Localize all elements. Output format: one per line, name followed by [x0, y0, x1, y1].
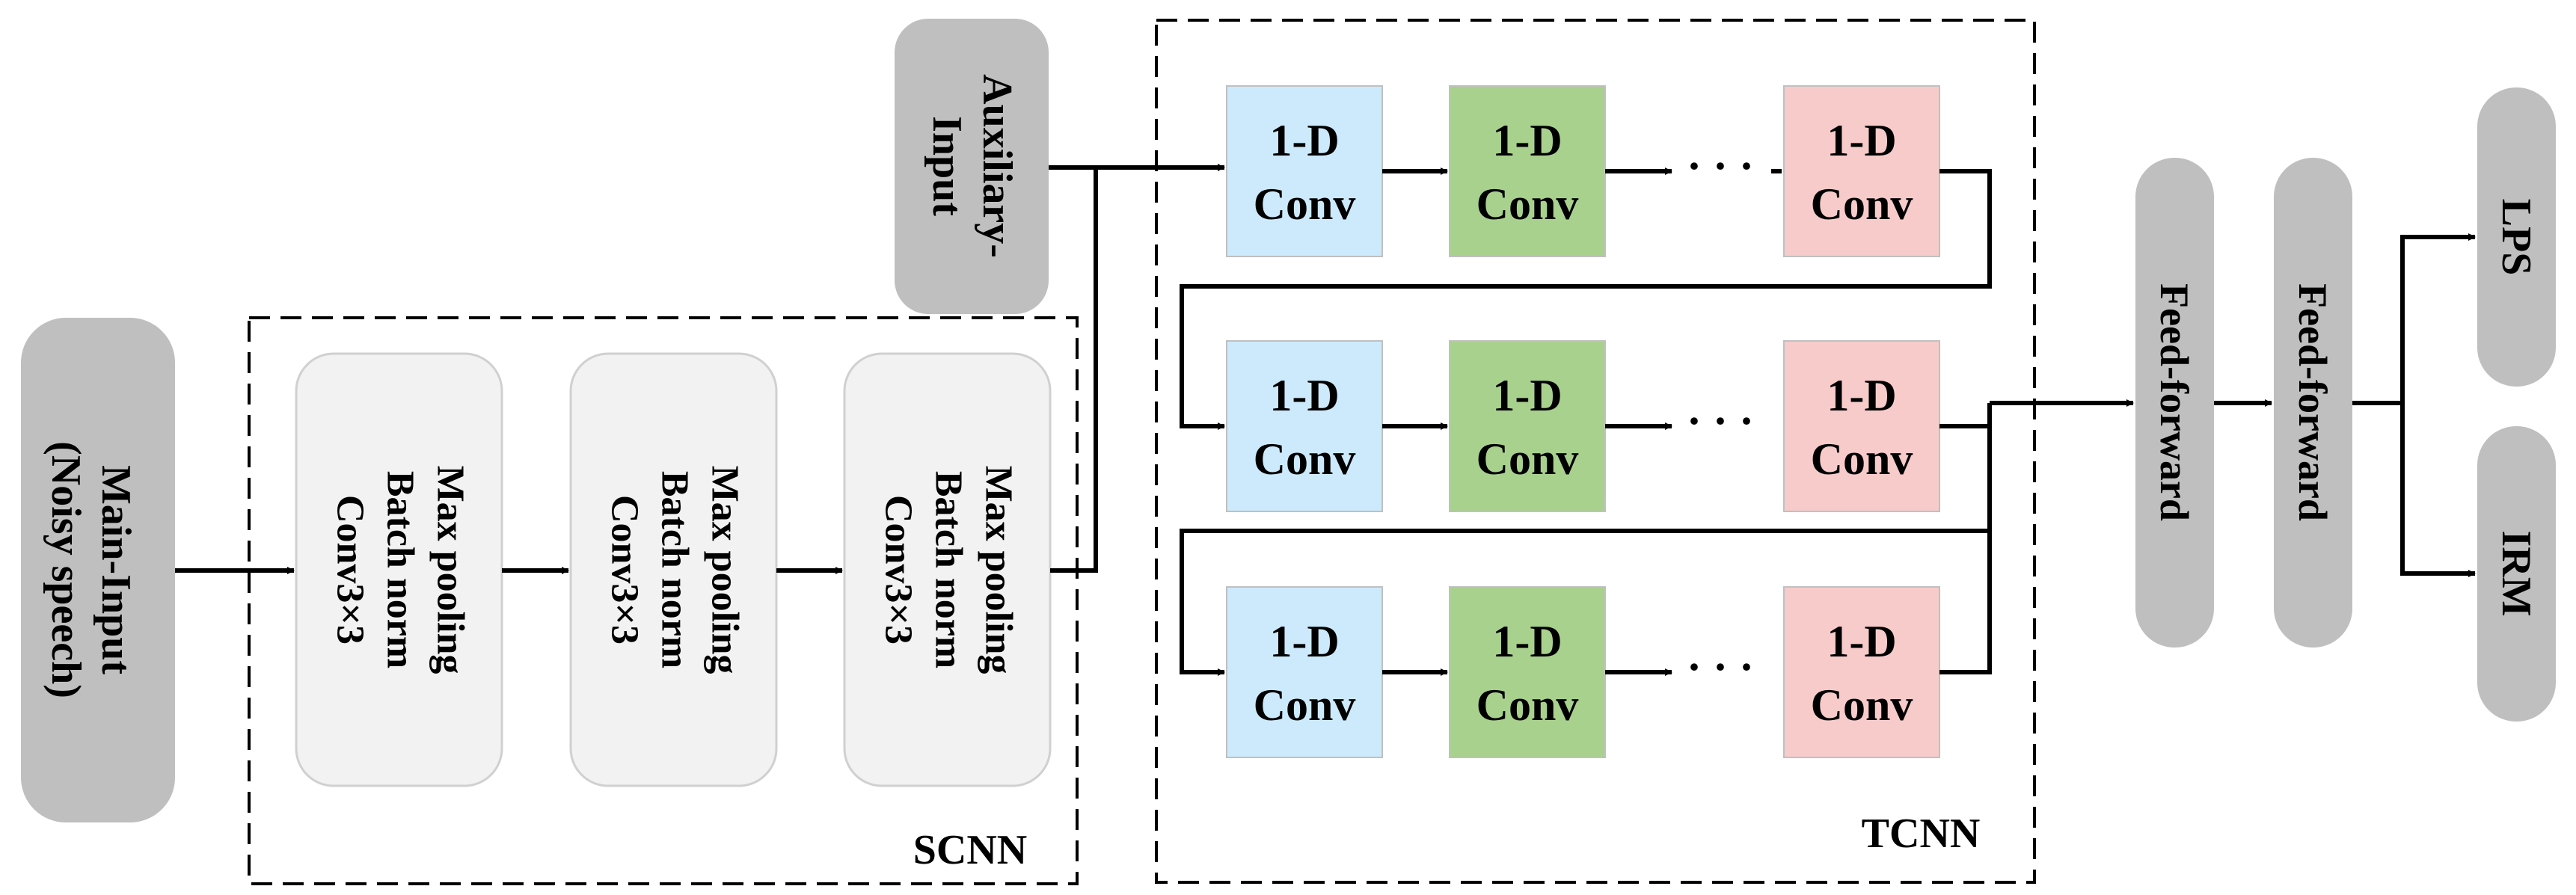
conv-block-blue: [1226, 85, 1383, 257]
tcnn-label: TCNN: [1862, 811, 1981, 857]
feed-forward-1-node: Feed-forward: [2135, 158, 2214, 648]
scnn-block-3: Max pooling Batch norm Conv3×3: [843, 352, 1052, 787]
scnn-label: SCNN: [913, 827, 1027, 873]
scnn-block-3-line2: Batch norm: [927, 471, 970, 668]
scnn-block-1: Max pooling Batch norm Conv3×3: [295, 352, 503, 787]
auxiliary-input-node: Auxiliary- Input: [895, 19, 1049, 314]
conv-label-line2: Conv: [1254, 179, 1356, 229]
feed-forward-2-label: Feed-forward: [2290, 283, 2335, 521]
conv-block-green: [1449, 340, 1606, 512]
irm-output-node: IRM: [2477, 426, 2556, 722]
line-scnn-to-tcnn: [1050, 167, 1098, 573]
scnn-block-1-line1: Max pooling: [429, 466, 472, 674]
conv-block-green: [1449, 85, 1606, 257]
scnn-block-1-line3: Conv3×3: [329, 495, 372, 645]
lps-pill: [2477, 87, 2556, 387]
conv-block-blue: [1226, 340, 1383, 512]
conv-label-line1: 1-D: [1492, 617, 1562, 666]
tcnn-frame: [1155, 19, 2036, 884]
main-input-label-line2: (Noisy speech): [43, 441, 89, 698]
conv-label-line2: Conv: [1254, 680, 1356, 730]
scnn-block-2-line1: Max pooling: [704, 466, 746, 674]
conv-label-line2: Conv: [1476, 179, 1579, 229]
main-input-node: Main-Input (Noisy speech): [21, 318, 175, 822]
conv-label-line2: Conv: [1476, 434, 1579, 484]
feed-forward-2-pill: [2274, 158, 2352, 648]
scnn-block-2-line2: Batch norm: [654, 471, 696, 668]
ellipsis: · · ·: [1687, 396, 1754, 446]
connectors: [175, 164, 2476, 676]
feed-forward-2-node: Feed-forward: [2274, 158, 2352, 648]
irm-pill: [2477, 426, 2556, 722]
conv-label-line1: 1-D: [1827, 371, 1896, 420]
scnn-block-2-line3: Conv3×3: [604, 495, 646, 645]
conv-block-green: [1449, 586, 1606, 758]
arrow-r1-to-r2: [1180, 169, 1992, 430]
conv-label-line1: 1-D: [1269, 116, 1339, 165]
conv-label-line1: 1-D: [1269, 617, 1339, 666]
scnn-frame: [248, 316, 1079, 885]
feed-forward-1-label: Feed-forward: [2152, 283, 2197, 521]
lps-output-node: LPS: [2477, 87, 2556, 387]
conv-label-line1: 1-D: [1827, 116, 1896, 165]
conv-label-line2: Conv: [1811, 434, 1913, 484]
scnn-block-3-line1: Max pooling: [978, 466, 1020, 674]
conv-block-pink: [1783, 586, 1940, 758]
auxiliary-input-pill: [895, 19, 1049, 314]
main-input-label-line1: Main-Input: [93, 465, 139, 674]
lps-label: LPS: [2493, 199, 2539, 276]
main-input-pill: [21, 318, 175, 822]
irm-label: IRM: [2493, 530, 2539, 616]
auxiliary-input-label-line1: Auxiliary-: [974, 74, 1020, 258]
conv-block-pink: [1783, 85, 1940, 257]
conv-label-line1: 1-D: [1492, 371, 1562, 420]
arrow-to-irm: [2400, 403, 2476, 577]
conv-block-blue: [1226, 586, 1383, 758]
arrow-to-lps: [2400, 233, 2476, 403]
feed-forward-1-pill: [2135, 158, 2214, 648]
conv-label-line1: 1-D: [1269, 371, 1339, 420]
line-r3-out: [1939, 403, 1992, 674]
conv-label-line2: Conv: [1476, 680, 1579, 730]
scnn-block-2: Max pooling Batch norm Conv3×3: [569, 352, 778, 787]
conv-block-pink: [1783, 340, 1940, 512]
ellipsis: · · ·: [1687, 141, 1754, 191]
conv-label-line2: Conv: [1254, 434, 1356, 484]
tcnn-row-3: 1-D Conv 1-D Conv · · · 1-D Conv: [1226, 586, 1940, 758]
scnn-block-3-line3: Conv3×3: [877, 495, 920, 645]
conv-label-line2: Conv: [1811, 179, 1913, 229]
ellipsis: · · ·: [1687, 642, 1754, 692]
scnn-block-1-line2: Batch norm: [379, 471, 422, 668]
conv-label-line1: 1-D: [1827, 617, 1896, 666]
auxiliary-input-label-line2: Input: [924, 116, 970, 216]
conv-label-line2: Conv: [1811, 680, 1913, 730]
arrow-r2-to-r3: [1180, 529, 1990, 676]
tcnn-row-1: 1-D Conv 1-D Conv · · · 1-D Conv: [1226, 85, 1940, 257]
conv-label-line1: 1-D: [1492, 116, 1562, 165]
tcnn-row-2: 1-D Conv 1-D Conv · · · 1-D Conv: [1226, 340, 1940, 512]
